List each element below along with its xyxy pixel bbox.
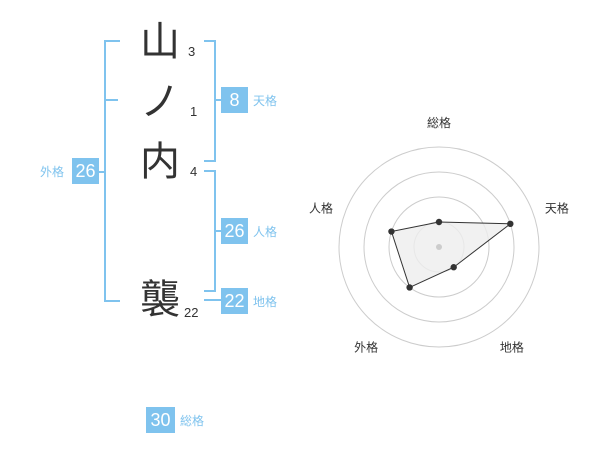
jinkaku-value: 26 [221, 218, 248, 244]
tenkaku-connector [214, 99, 222, 101]
radar-axis-label: 総格 [427, 115, 451, 130]
stroke-count-1: 3 [188, 44, 196, 59]
gaikaku-label: 外格 [40, 165, 65, 179]
soukaku-label: 総格 [180, 414, 205, 428]
radar-axis-label: 天格 [545, 201, 569, 216]
radar-ring [338, 146, 540, 348]
chikaku-value: 22 [221, 288, 248, 314]
stroke-count-2: 1 [190, 104, 198, 119]
gaikaku-value: 26 [72, 158, 99, 184]
radar-point-5 [388, 228, 395, 235]
radar-axis-label: 外格 [354, 339, 378, 354]
name-char-2: ノ [140, 79, 180, 125]
name-char-3: 内 [140, 139, 180, 185]
radar-point-2 [507, 220, 514, 228]
radar-point-3 [450, 264, 457, 271]
radar-ring [388, 196, 490, 298]
chikaku-connector [204, 299, 222, 301]
stroke-count-3: 4 [190, 164, 198, 179]
jinkaku-label: 人格 [253, 225, 278, 239]
radar-point-1 [435, 218, 443, 226]
jinkaku-connector [214, 230, 222, 232]
radar-polygon [390, 221, 512, 289]
tenkaku-label: 天格 [253, 94, 278, 108]
soukaku-value: 30 [146, 407, 175, 433]
name-char-4: 襲 [140, 277, 180, 323]
radar-point-4 [406, 284, 413, 291]
radar-axis-label: 人格 [309, 201, 333, 216]
name-char-1: 山 [140, 19, 180, 65]
stroke-count-4: 22 [184, 305, 199, 320]
tenkaku-value: 8 [221, 87, 248, 113]
tenkaku-bracket [204, 40, 216, 162]
gaikaku-connector [98, 171, 106, 173]
gaikaku-mid-tick [106, 99, 118, 101]
chikaku-label: 地格 [253, 295, 278, 309]
radar-axis-label: 地格 [500, 339, 524, 354]
radar-ring [363, 171, 515, 323]
radar-center-dot [436, 244, 442, 250]
